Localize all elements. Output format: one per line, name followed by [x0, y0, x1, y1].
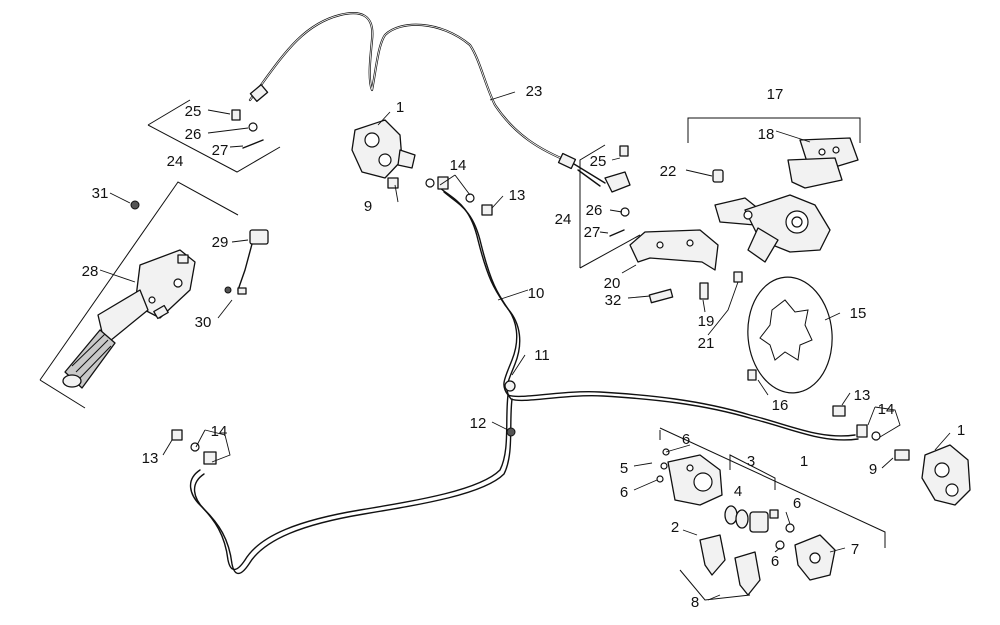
- callout-10: 10: [528, 285, 545, 302]
- callout-26-upper: 26: [185, 126, 202, 143]
- caliper-right: [832, 405, 971, 506]
- callout-14-right: 14: [878, 401, 895, 418]
- callout-22: 22: [660, 163, 677, 180]
- callout-24-right: 24: [555, 211, 572, 228]
- brake-pads: [787, 137, 859, 189]
- callout-13-left: 13: [142, 450, 159, 467]
- callout-27-upper: 27: [212, 142, 229, 159]
- callout-19: 19: [698, 313, 715, 330]
- callout-11: 11: [534, 347, 550, 364]
- callout-5: 5: [620, 460, 628, 477]
- leader-lines: [99, 91, 951, 601]
- callout-labels: 1 1 1 2 3 4 5 6 6 6 6 7 8 9 9 10 11 12 1…: [82, 83, 966, 611]
- bracket-assembly: [629, 169, 831, 304]
- brake-rotor: [747, 276, 833, 394]
- callout-23: 23: [526, 83, 543, 100]
- caliper-upper: [351, 119, 416, 189]
- callout-3: 3: [747, 453, 755, 470]
- callout-4: 4: [734, 483, 742, 500]
- callout-14-upper: 14: [450, 157, 467, 174]
- callout-24-upper: 24: [167, 153, 184, 170]
- callout-2: 2: [671, 519, 679, 536]
- callout-31: 31: [92, 185, 109, 202]
- brake-lines: [189, 187, 859, 575]
- caliper-exploded: [656, 448, 836, 596]
- callout-14-left: 14: [211, 423, 228, 440]
- callout-25-right: 25: [590, 153, 607, 170]
- callout-15: 15: [850, 305, 867, 322]
- brake-cable: [248, 12, 606, 187]
- fittings-upper: [425, 176, 493, 216]
- parking-brake-lever: [62, 200, 232, 389]
- callout-9-right: 9: [869, 461, 877, 478]
- cable-end-upper: [231, 109, 264, 149]
- callout-21: 21: [698, 335, 715, 352]
- callout-1-right: 1: [957, 422, 965, 439]
- callout-30: 30: [195, 314, 212, 331]
- cable-end-right: [604, 145, 631, 237]
- callout-9-upper: 9: [364, 198, 372, 215]
- callout-12: 12: [470, 415, 487, 432]
- callout-20: 20: [604, 275, 621, 292]
- callout-13-upper: 13: [509, 187, 526, 204]
- callout-6-low: 6: [771, 553, 779, 570]
- callout-17: 17: [767, 86, 784, 103]
- callout-18: 18: [758, 126, 775, 143]
- callout-1-upper: 1: [396, 99, 404, 116]
- callout-26-right: 26: [586, 202, 603, 219]
- brake-switch: [237, 229, 269, 295]
- fittings-lower-left: [171, 427, 516, 465]
- group-brackets: [39, 99, 886, 601]
- callout-16: 16: [772, 397, 789, 414]
- callout-27-right: 27: [584, 224, 601, 241]
- callout-6-top: 6: [682, 431, 690, 448]
- callout-13-right: 13: [854, 387, 871, 404]
- callout-29: 29: [212, 234, 229, 251]
- callout-8: 8: [691, 594, 699, 611]
- callout-32: 32: [605, 292, 622, 309]
- callout-6-left: 6: [620, 484, 628, 501]
- callout-7: 7: [851, 541, 859, 558]
- callout-28: 28: [82, 263, 99, 280]
- callout-6-mid: 6: [793, 495, 801, 512]
- callout-1-lower: 1: [800, 453, 808, 470]
- callout-25-upper: 25: [185, 103, 202, 120]
